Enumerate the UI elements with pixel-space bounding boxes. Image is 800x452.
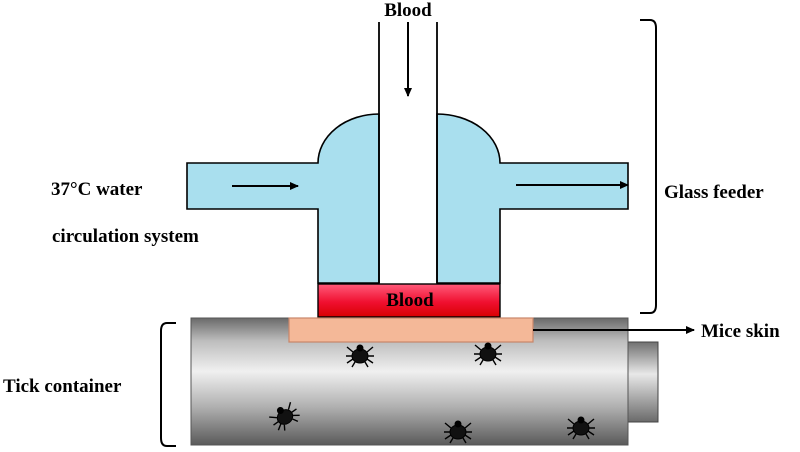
ticks (269, 342, 595, 444)
mice-skin-membrane (288, 317, 534, 343)
tick-bug (474, 342, 502, 366)
tick-bug (269, 401, 300, 431)
blood-inlet-label: Blood (384, 0, 432, 21)
water-system-label-line2: circulation system (52, 226, 199, 247)
tick-bug (346, 344, 374, 368)
blood-chamber-label: Blood (386, 290, 434, 311)
blood-chamber (317, 283, 501, 318)
mice-skin-label: Mice skin (701, 321, 780, 342)
tick-bug (567, 416, 595, 440)
glass-feeder-bracket (640, 19, 657, 314)
tick-bug (444, 420, 472, 444)
water-jacket-right (436, 113, 629, 284)
glass-feeder-label: Glass feeder (664, 182, 764, 203)
tick-container-bracket (160, 322, 176, 447)
container-cap (626, 341, 659, 423)
tick-container-label: Tick container (3, 376, 122, 397)
water-system-label-line1: 37°C water (51, 179, 143, 200)
water-jacket (186, 113, 380, 284)
